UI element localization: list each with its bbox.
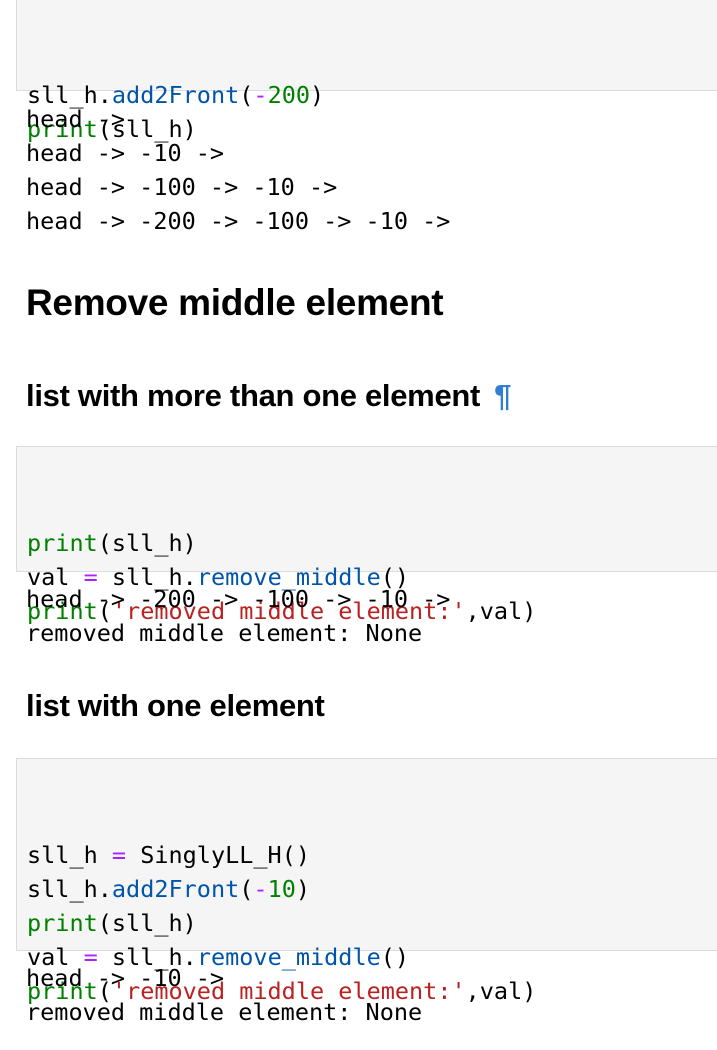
- code-token: 'removed middle element:': [111, 977, 466, 1005]
- code-cell-1[interactable]: sll_h.add2Front(-200)print(sll_h): [16, 0, 717, 143]
- heading-more-than-one: list with more than one element ¶: [26, 378, 511, 414]
- code-cell-2[interactable]: print(sll_h)val = sll_h.remove_middle()p…: [16, 446, 717, 625]
- code-token: (: [239, 875, 254, 903]
- code-token: ,: [465, 597, 480, 625]
- heading-remove-middle: Remove middle element: [26, 282, 444, 324]
- code-token: print: [27, 597, 98, 625]
- output-area-1: head -> head -> -10 -> head -> -100 -> -10…: [26, 102, 450, 238]
- code-token: sll_h: [111, 909, 183, 937]
- code-token: sll_h: [111, 943, 183, 971]
- output-line: removed middle element: None: [26, 619, 423, 647]
- code-token: sll_h: [27, 81, 98, 109]
- code-token: .: [182, 943, 197, 971]
- code-token: (: [97, 909, 112, 937]
- code-editor[interactable]: sll_h = SinglyLL_H()sll_h.add2Front(-10)…: [27, 838, 717, 1008]
- code-token: sll_h: [111, 563, 183, 591]
- code-token: val: [27, 563, 70, 591]
- code-token: ,: [465, 977, 480, 1005]
- output-line: head -> -10 ->: [26, 139, 225, 167]
- code-token: remove_middle: [196, 943, 381, 971]
- code-token: (: [97, 977, 112, 1005]
- heading-one-element: list with one element: [26, 688, 325, 724]
- code-token: val: [27, 943, 70, 971]
- code-token: (): [281, 841, 310, 869]
- code-token: add2Front: [111, 81, 240, 109]
- code-token: -: [253, 875, 268, 903]
- code-token: val: [479, 597, 523, 625]
- output-area-2: head -> -200 -> -100 -> -10 -> removed mi…: [26, 582, 450, 650]
- code-token: 10: [267, 875, 296, 903]
- code-token: ): [310, 81, 325, 109]
- code-token: (: [97, 597, 112, 625]
- code-token: -: [253, 81, 268, 109]
- heading-text: list with one element: [26, 688, 325, 723]
- output-line: removed middle element: None: [26, 998, 423, 1026]
- anchor-link-icon[interactable]: ¶: [494, 378, 512, 413]
- code-token: add2Front: [111, 875, 240, 903]
- output-line: head -> -200 -> -100 -> -10 ->: [26, 207, 451, 235]
- output-line: head ->: [26, 105, 126, 133]
- code-token: sll_h: [27, 841, 98, 869]
- code-line: sll_h = SinglyLL_H(): [27, 838, 717, 872]
- code-token: remove_middle: [196, 563, 381, 591]
- code-token: ): [182, 529, 197, 557]
- output-line: head -> -200 -> -100 -> -10 ->: [26, 585, 451, 613]
- code-token: (: [97, 115, 112, 143]
- code-token: =: [111, 841, 127, 869]
- code-token: 'removed middle element:': [111, 597, 466, 625]
- heading-text: Remove middle element: [26, 282, 444, 323]
- code-line: val = sll_h.remove_middle(): [27, 940, 717, 974]
- heading-text: list with more than one element: [26, 378, 481, 413]
- code-token: (): [380, 563, 410, 591]
- code-token: 200: [267, 81, 311, 109]
- code-line: print(sll_h): [27, 112, 717, 146]
- code-token: ): [182, 115, 197, 143]
- code-token: =: [83, 943, 98, 971]
- code-line: sll_h.add2Front(-10): [27, 872, 717, 906]
- code-token: [126, 841, 140, 869]
- code-token: print: [27, 977, 98, 1005]
- code-token: sll_h: [111, 529, 183, 557]
- code-line: sll_h.add2Front(-200): [27, 78, 717, 112]
- code-editor[interactable]: print(sll_h)val = sll_h.remove_middle()p…: [27, 526, 717, 628]
- code-token: [98, 841, 112, 869]
- code-token: val: [479, 977, 523, 1005]
- code-token: ): [522, 597, 537, 625]
- code-token: .: [97, 875, 112, 903]
- code-token: (: [97, 529, 112, 557]
- code-token: print: [27, 115, 98, 143]
- code-cell-3[interactable]: sll_h = SinglyLL_H()sll_h.add2Front(-10)…: [16, 758, 717, 1005]
- code-token: (: [239, 81, 254, 109]
- code-token: ): [182, 909, 197, 937]
- code-token: (): [380, 943, 410, 971]
- code-line: print(sll_h): [27, 526, 717, 560]
- code-line: print('removed middle element:',val): [27, 974, 717, 1008]
- code-token: .: [182, 563, 197, 591]
- code-token: ): [295, 875, 311, 903]
- code-token: sll_h: [27, 875, 98, 903]
- code-token: print: [27, 529, 98, 557]
- code-line: print('removed middle element:',val): [27, 594, 717, 628]
- code-token: =: [83, 563, 98, 591]
- code-token: .: [97, 81, 112, 109]
- output-area-3: head -> -10 -> removed middle element: No…: [26, 961, 422, 1029]
- code-token: print: [27, 909, 98, 937]
- code-line: print(sll_h): [27, 906, 717, 940]
- code-editor[interactable]: sll_h.add2Front(-200)print(sll_h): [27, 78, 717, 146]
- output-line: head -> -100 -> -10 ->: [26, 173, 338, 201]
- code-line: val = sll_h.remove_middle(): [27, 560, 717, 594]
- output-line: head -> -10 ->: [26, 964, 225, 992]
- code-token: sll_h: [111, 115, 183, 143]
- code-token: ): [522, 977, 537, 1005]
- code-token: SinglyLL_H: [140, 841, 282, 869]
